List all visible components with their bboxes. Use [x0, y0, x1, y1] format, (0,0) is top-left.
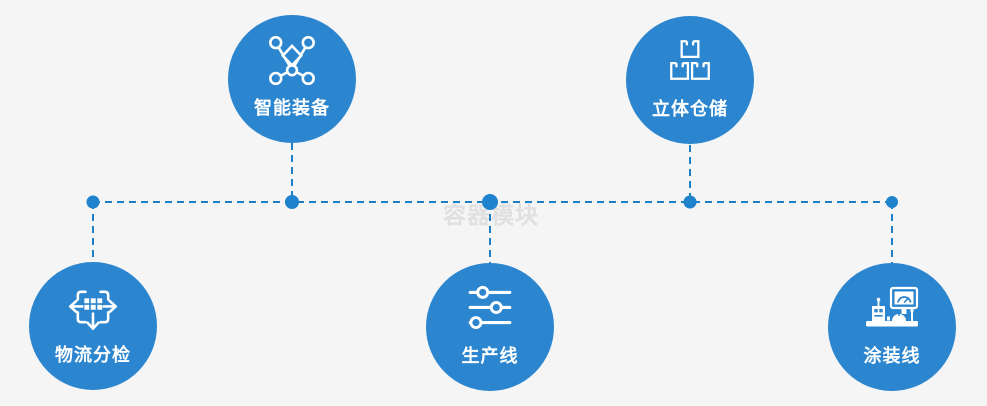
- console-monitor-icon: [864, 280, 920, 336]
- connector-node-dot: [482, 194, 498, 210]
- sorting-arrows-icon: [67, 279, 119, 335]
- node-production-line: 生产线: [426, 263, 554, 391]
- node-label: 涂装线: [863, 346, 921, 366]
- node-smart-equipment: 智能装备: [228, 15, 356, 143]
- sliders-icon: [465, 280, 515, 336]
- connector-node-dot: [886, 196, 898, 208]
- connector-node-dot: [86, 195, 100, 209]
- node-label: 生产线: [461, 346, 519, 366]
- node-label: 立体仓储: [652, 99, 728, 119]
- network-nodes-icon: [266, 32, 318, 88]
- node-label: 智能装备: [254, 98, 330, 118]
- connector-node-dot: [285, 195, 299, 209]
- node-coating-line: 涂装线: [828, 263, 956, 391]
- node-label: 物流分检: [55, 345, 131, 365]
- stacked-boxes-icon: [665, 33, 715, 89]
- node-logistics-sorting: 物流分检: [29, 262, 157, 390]
- connector-node-dot: [683, 195, 697, 209]
- node-stereoscopic-warehouse: 立体仓储: [626, 16, 754, 144]
